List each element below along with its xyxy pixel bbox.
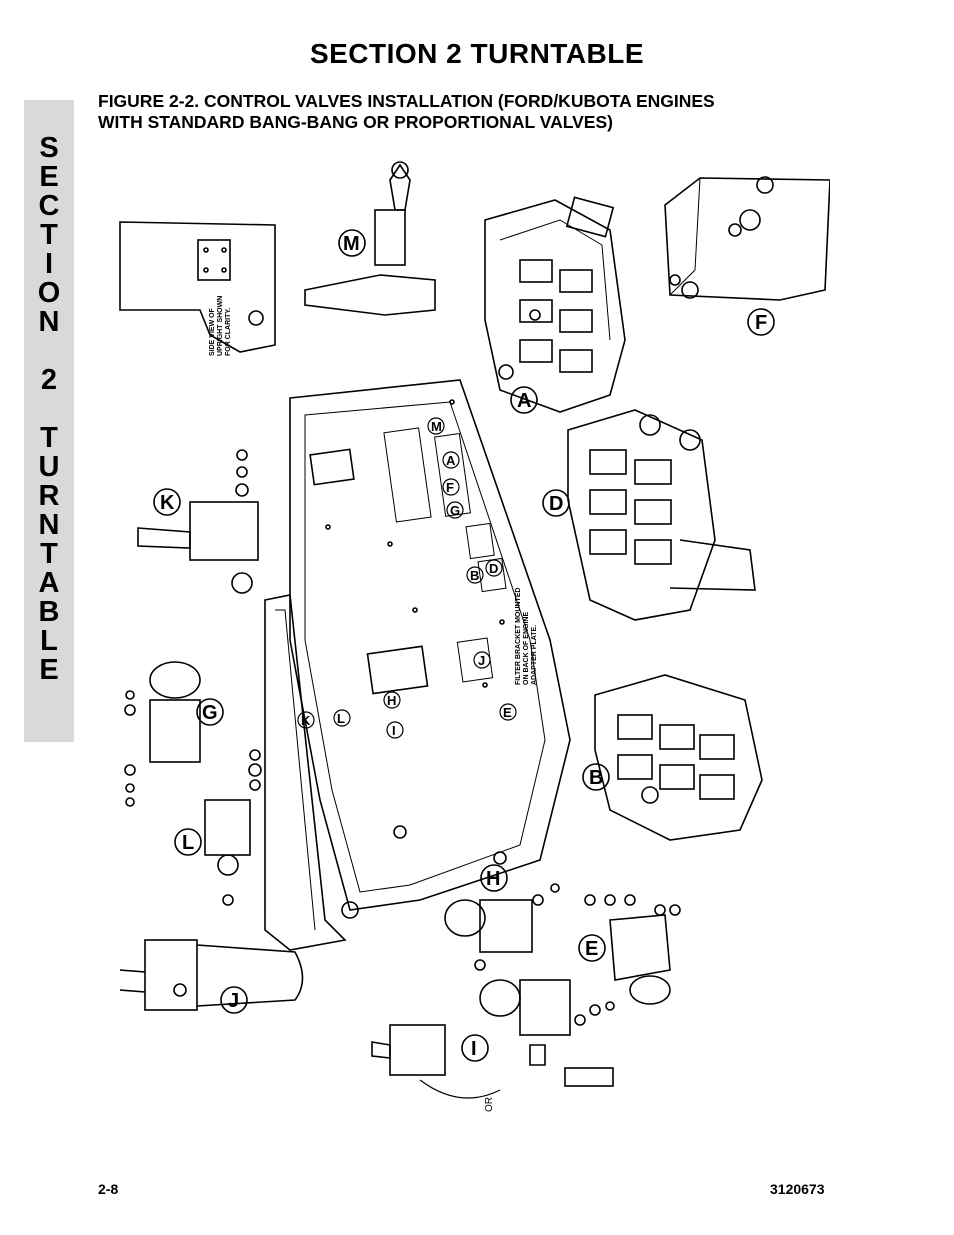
upright-note-line-1: SIDE VIEW OF xyxy=(209,307,216,356)
document-number: 3120673 xyxy=(770,1181,825,1197)
valve-assembly-l xyxy=(204,749,262,906)
side-letter: A xyxy=(38,567,60,599)
callout-l: L xyxy=(182,832,194,854)
marker-a: A xyxy=(446,453,456,468)
side-letter: I xyxy=(44,248,54,280)
upright-note: SIDE VIEW OF UPRIGHT SHOWN FOR CLARITY. xyxy=(209,296,232,356)
side-letter xyxy=(24,337,74,366)
callout-e: E xyxy=(585,938,598,960)
callout-j: J xyxy=(228,990,239,1012)
side-letter: N xyxy=(38,509,60,541)
marker-i: I xyxy=(392,723,396,738)
callout-k: K xyxy=(160,492,175,514)
side-letter xyxy=(24,395,74,424)
filter-note: FILTER BRACKET MOUNTED ON BACK OF ENGINE… xyxy=(515,588,538,685)
valve-assembly-e xyxy=(584,894,681,1005)
side-letter: O xyxy=(37,277,61,309)
valve-assembly-j xyxy=(119,939,304,1011)
side-letter: 2 xyxy=(40,364,58,396)
marker-b: B xyxy=(470,568,479,583)
valve-assembly-g xyxy=(124,661,201,807)
side-letter: S xyxy=(39,132,59,164)
valve-assembly-k xyxy=(137,449,259,594)
callout-g: G xyxy=(202,702,218,724)
figure-title-line-2: WITH STANDARD BANG-BANG OR PROPORTIONAL … xyxy=(98,112,613,132)
filter-note-line-3: ADAPTER PLATE. xyxy=(531,625,538,685)
callout-i: I xyxy=(471,1038,477,1060)
marker-k: K xyxy=(301,713,311,728)
callout-b: B xyxy=(589,767,603,789)
marker-m: M xyxy=(431,419,442,434)
figure-title-line-1: FIGURE 2-2. CONTROL VALVES INSTALLATION … xyxy=(98,91,715,111)
marker-j: J xyxy=(478,653,485,668)
side-letter: T xyxy=(40,422,58,454)
side-letter: B xyxy=(38,596,60,628)
side-letter: C xyxy=(38,190,60,222)
side-letter: T xyxy=(40,538,58,570)
callout-a: A xyxy=(517,390,531,412)
valve-assembly-a xyxy=(484,196,626,413)
side-letter: R xyxy=(38,480,60,512)
figure-title: FIGURE 2-2. CONTROL VALVES INSTALLATION … xyxy=(98,91,818,133)
valve-assembly-m xyxy=(304,161,436,316)
control-valves-installation-drawing: A B D E F G H I J K L M M A F G B D J E … xyxy=(119,161,830,1112)
valve-assembly-h xyxy=(444,883,560,971)
upright-note-line-2: UPRIGHT SHOWN xyxy=(217,296,224,356)
filter-note-line-2: ON BACK OF ENGINE xyxy=(523,612,530,685)
side-letter: T xyxy=(40,219,58,251)
marker-l: L xyxy=(337,711,345,726)
callout-f: F xyxy=(755,312,767,334)
section-title: SECTION 2 TURNTABLE xyxy=(309,38,645,69)
side-letter: E xyxy=(39,161,59,193)
side-letter: N xyxy=(38,306,60,338)
valve-assembly-f xyxy=(664,176,830,301)
callout-d: D xyxy=(549,493,563,515)
side-tab-letters: S E C T I O N 2 T U R N T A B L E xyxy=(24,134,74,685)
marker-d: D xyxy=(489,561,498,576)
marker-f: F xyxy=(446,480,454,495)
upright-note-line-3: FOR CLARITY. xyxy=(225,308,232,356)
side-letter: E xyxy=(39,654,59,686)
valve-assembly-b xyxy=(594,674,763,841)
side-letter: L xyxy=(40,625,58,657)
marker-h: H xyxy=(387,693,396,708)
view-callouts: A B D E F G H I J K L M xyxy=(153,229,775,1062)
section-side-tab[interactable]: S E C T I O N 2 T U R N T A B L E xyxy=(24,100,74,742)
upright-side-view xyxy=(119,221,276,353)
marker-g: G xyxy=(450,503,460,518)
marker-e: E xyxy=(503,705,512,720)
callout-h: H xyxy=(486,868,500,890)
frame-markers: M A F G B D J E H L I K xyxy=(297,417,517,739)
valve-assembly-d xyxy=(567,409,756,621)
filter-note-line-1: FILTER BRACKET MOUNTED xyxy=(515,588,522,685)
side-letter: U xyxy=(38,451,60,483)
or-label: OR xyxy=(484,1097,495,1112)
page-number: 2-8 xyxy=(98,1181,119,1197)
callout-m: M xyxy=(343,233,360,255)
valve-assembly-i xyxy=(371,979,615,1099)
